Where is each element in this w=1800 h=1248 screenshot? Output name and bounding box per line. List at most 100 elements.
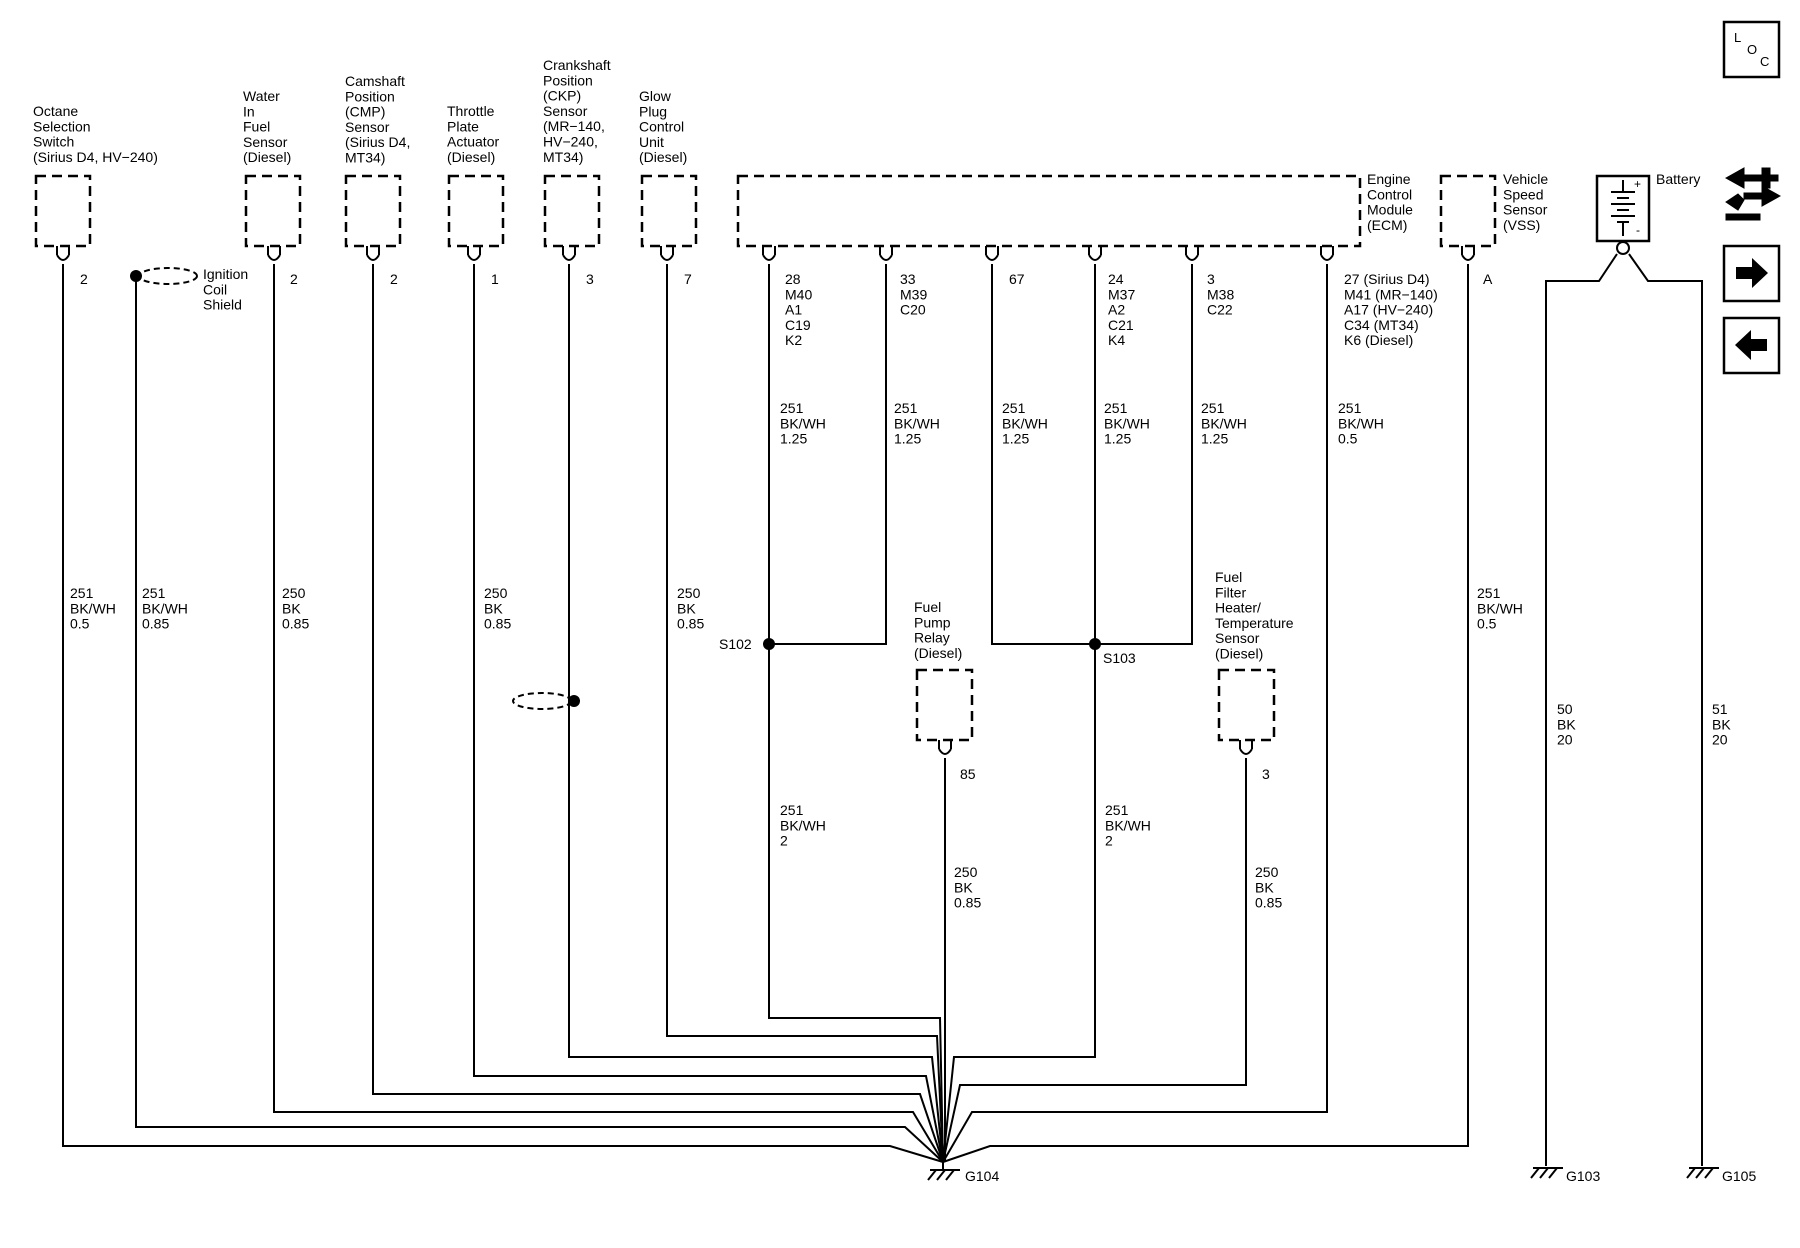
text-line: 1.25 <box>894 431 921 447</box>
terminal-ckp <box>562 246 576 261</box>
wire-water <box>273 264 944 1163</box>
text-line: C34 (MT34) <box>1344 317 1419 333</box>
text-line: Octane <box>33 103 78 119</box>
previous-page-button[interactable] <box>1722 316 1781 375</box>
next-page-button[interactable] <box>1722 244 1781 303</box>
text-line: 0.85 <box>1255 895 1282 911</box>
text-line: 67 <box>1009 271 1025 287</box>
text-line: 251 <box>894 400 918 416</box>
text-line: BK <box>1712 716 1731 732</box>
text-line: 251 <box>70 585 94 601</box>
terminal-throttle <box>467 246 481 261</box>
text-line: Control <box>639 119 684 135</box>
text-line: Temperature <box>1215 615 1294 631</box>
location-icon-letter-l: L <box>1734 30 1741 45</box>
text-line: (Diesel) <box>243 149 291 165</box>
text-line: Glow <box>639 88 672 104</box>
text-line: 50 <box>1557 701 1573 717</box>
terminal-glow <box>660 246 674 261</box>
pin-relay: 85 <box>960 766 976 782</box>
text-line: 0.5 <box>70 616 90 632</box>
text-line: Unit <box>639 134 664 150</box>
text-line: 251 <box>1002 400 1026 416</box>
text-line: 250 <box>954 864 978 880</box>
ckp-shield-ellipse <box>512 692 572 710</box>
water-sensor-box <box>244 174 302 248</box>
text-line: A1 <box>785 302 802 318</box>
pin-ecm-6: 27 (Sirius D4)M41 (MR−140)A17 (HV−240)C3… <box>1344 271 1438 348</box>
text-line: BK/WH <box>1477 600 1523 616</box>
text-line: 0.5 <box>1338 431 1358 447</box>
text-line: Position <box>345 88 395 104</box>
text-line: 3 <box>1262 766 1270 782</box>
text-line: Throttle <box>447 103 495 119</box>
text-line: Control <box>1367 186 1412 202</box>
text-line: (MR−140, <box>543 118 605 134</box>
fuel-filter-heater-box <box>1217 668 1276 742</box>
text-line: 28 <box>785 271 801 287</box>
text-line: (Diesel) <box>639 149 687 165</box>
vss-box <box>1439 174 1497 248</box>
battery-icon <box>1611 180 1635 236</box>
wire-ecm-3 <box>991 264 1095 645</box>
text-line: 33 <box>900 271 916 287</box>
ecm-box <box>736 174 1362 248</box>
terminal-vss <box>1461 246 1475 261</box>
text-line: 251 <box>780 400 804 416</box>
text-line: Filter <box>1215 584 1246 600</box>
text-line: K6 (Diesel) <box>1344 332 1413 348</box>
text-line: (CKP) <box>543 88 581 104</box>
text-line: K2 <box>785 332 802 348</box>
text-line: 0.85 <box>142 616 169 632</box>
text-line: C21 <box>1108 317 1134 333</box>
pin-glow: 7 <box>684 271 692 287</box>
splice-s102-dot <box>763 638 775 650</box>
text-line: 7 <box>684 271 692 287</box>
text-line: BK <box>1255 879 1274 895</box>
location-button[interactable]: L O C <box>1722 20 1781 79</box>
text-line: 20 <box>1557 732 1573 748</box>
terminal-filter <box>1239 740 1253 755</box>
text-line: BK <box>954 879 973 895</box>
pin-filter: 3 <box>1262 766 1270 782</box>
text-line: 27 (Sirius D4) <box>1344 271 1430 287</box>
pin-throttle: 1 <box>491 271 499 287</box>
text-line: MT34) <box>543 149 583 165</box>
ground-g104-label: G104 <box>965 1168 999 1184</box>
fuel-pump-relay-box <box>915 668 974 742</box>
text-line: Sensor <box>243 134 288 150</box>
terminal-ecm-3 <box>985 246 999 261</box>
text-line: BK/WH <box>780 415 826 431</box>
text-line: BK/WH <box>1105 817 1151 833</box>
battery-plus-sign: + <box>1634 177 1641 191</box>
text-line: Switch <box>33 134 74 150</box>
wire-ecm-2 <box>769 264 887 645</box>
text-line: A <box>1483 271 1493 287</box>
terminal-water <box>267 246 281 261</box>
pin-cmp: 2 <box>390 271 398 287</box>
battery-label: Battery <box>1656 171 1700 187</box>
text-line: 3 <box>1207 271 1215 287</box>
text-line: (Diesel) <box>914 645 962 661</box>
wire-battery-pos <box>1628 253 1703 1166</box>
text-line: (ECM) <box>1367 217 1407 233</box>
connector-swap-icon[interactable] <box>1724 167 1782 221</box>
text-line: 251 <box>1201 400 1225 416</box>
text-line: 1.25 <box>780 431 807 447</box>
